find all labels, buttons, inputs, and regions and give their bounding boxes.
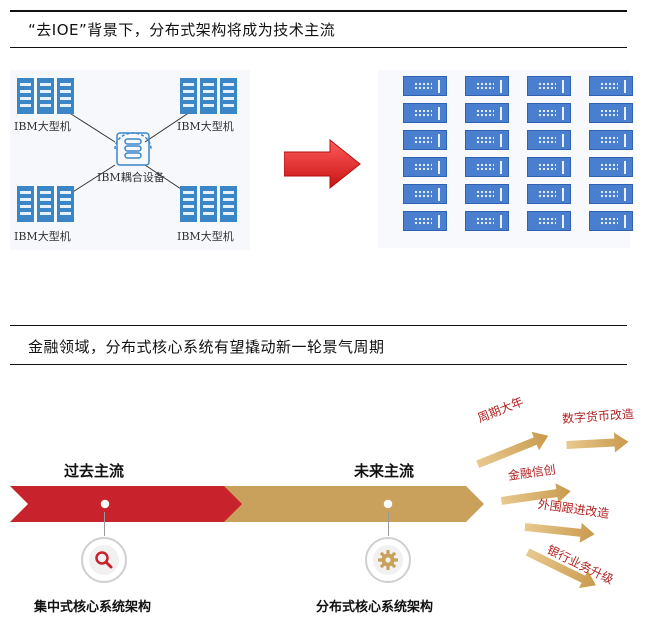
trend-arrow-4 — [524, 522, 595, 543]
mainframe-icon — [180, 78, 237, 114]
centralized-architecture-label: 集中式核心系统架构 — [34, 600, 152, 615]
trend-arrow-3 — [500, 483, 571, 505]
mainframe-label-tl: IBM大型机 — [14, 120, 71, 133]
mainframe-icon — [180, 186, 237, 222]
timeline-band — [10, 486, 484, 522]
transition-arrow-icon — [284, 138, 361, 190]
link-line-bl — [67, 164, 116, 196]
coupling-facility-icon — [114, 132, 152, 166]
server-icon — [403, 130, 447, 150]
mainframe-icon — [17, 186, 74, 222]
future-marker — [382, 498, 394, 510]
link-line-tl — [67, 111, 116, 143]
server-icon — [589, 76, 633, 96]
section2-top-rule — [10, 325, 627, 326]
server-icon — [589, 184, 633, 204]
server-icon — [527, 211, 571, 231]
server-icon — [589, 130, 633, 150]
past-segment — [10, 486, 242, 522]
server-icon — [465, 76, 509, 96]
section1-title: “去IOE”背景下，分布式架构将成为技术主流 — [28, 21, 336, 39]
trend-arrow-5 — [525, 548, 596, 589]
mainframe-icon — [17, 78, 74, 114]
server-icon — [403, 76, 447, 96]
gear-icon — [365, 537, 411, 583]
section2-title: 金融领域，分布式核心系统有望撬动新一轮景气周期 — [28, 338, 385, 356]
trend-arrow-2 — [566, 432, 629, 453]
mainframe-label-tr: IBM大型机 — [177, 120, 234, 133]
server-icon — [403, 157, 447, 177]
server-icon — [527, 103, 571, 123]
distributed-architecture-label: 分布式核心系统架构 — [316, 600, 434, 615]
past-connector — [104, 512, 105, 536]
mainframe-label-br: IBM大型机 — [177, 230, 234, 243]
future-mainstream-label: 未来主流 — [354, 462, 415, 480]
server-icon — [589, 103, 633, 123]
server-icon — [403, 103, 447, 123]
server-icon — [589, 157, 633, 177]
trend-arrow-1 — [476, 431, 549, 468]
server-icon — [465, 184, 509, 204]
server-icon — [465, 103, 509, 123]
link-line-tr — [144, 111, 191, 143]
past-marker — [99, 498, 111, 510]
coupling-facility-label: IBM耦合设备 — [97, 171, 165, 184]
trend-arrows — [476, 431, 629, 589]
past-mainstream-label: 过去主流 — [64, 462, 125, 480]
future-segment — [210, 486, 484, 522]
server-icon — [527, 157, 571, 177]
section2-rule — [10, 364, 627, 365]
server-icon — [403, 211, 447, 231]
section1-rule — [10, 47, 627, 48]
search-icon — [81, 537, 127, 583]
future-connector — [388, 512, 389, 536]
top-rule — [10, 10, 627, 12]
server-icon — [527, 184, 571, 204]
server-icon — [465, 130, 509, 150]
server-icon — [527, 130, 571, 150]
server-icon — [403, 184, 447, 204]
server-icon — [465, 211, 509, 231]
mainframe-label-bl: IBM大型机 — [14, 230, 71, 243]
server-icon — [465, 157, 509, 177]
server-icon — [589, 211, 633, 231]
server-icon — [527, 76, 571, 96]
